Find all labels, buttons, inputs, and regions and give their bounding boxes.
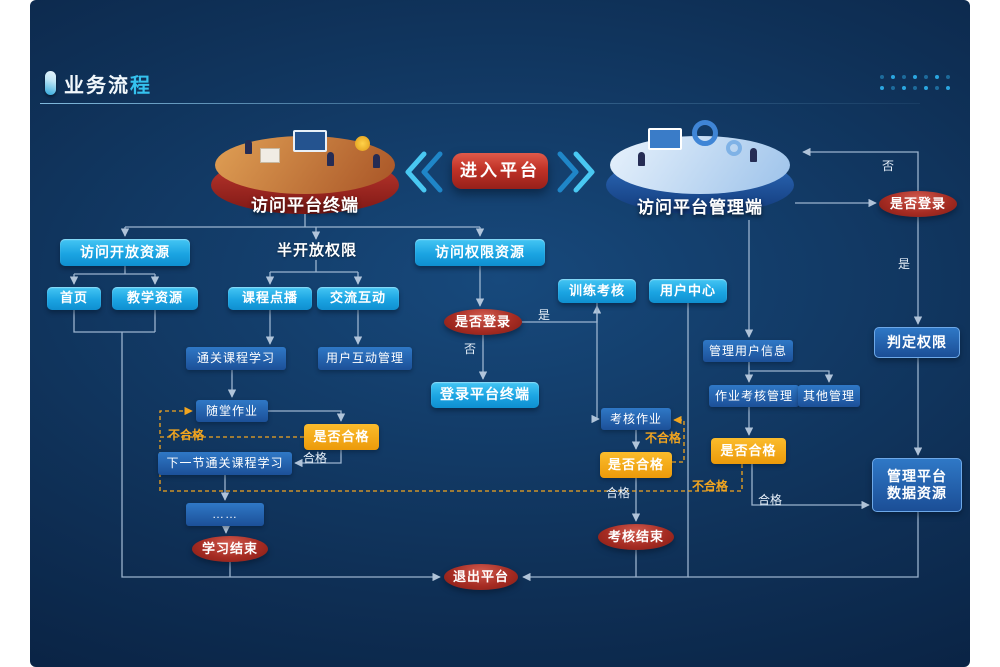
dashed-connectors bbox=[159, 406, 743, 492]
box-icon bbox=[260, 148, 280, 163]
gear-icon bbox=[692, 120, 718, 146]
node-pass-course-study: 通关课程学习 bbox=[186, 347, 286, 370]
node-classwork: 随堂作业 bbox=[196, 400, 268, 422]
edge-label-fail: 不合格 bbox=[692, 479, 729, 493]
page-title: 业务流程 bbox=[64, 69, 152, 98]
terminal-platform-label: 访问平台终端 bbox=[251, 196, 359, 215]
admin-illustration: 访问平台管理端 bbox=[600, 108, 800, 220]
node-user-center: 用户中心 bbox=[649, 279, 727, 303]
node-next-course-study: 下一节通关课程学习 bbox=[158, 452, 292, 475]
node-is-login: 是否登录 bbox=[444, 309, 522, 335]
node-interaction: 交流互动 bbox=[317, 287, 399, 310]
coin-icon bbox=[355, 136, 370, 151]
person-figure bbox=[638, 152, 645, 166]
edge-label-fail: 不合格 bbox=[168, 428, 205, 442]
node-judge-permission: 判定权限 bbox=[874, 327, 960, 358]
chevrons-right-icon bbox=[557, 151, 595, 193]
edge-label-fail: 不合格 bbox=[645, 431, 682, 445]
decor-dots bbox=[880, 75, 958, 90]
person-figure bbox=[245, 140, 252, 154]
edge-label-pass: 合格 bbox=[758, 493, 783, 507]
node-is-login-admin: 是否登录 bbox=[879, 191, 957, 217]
title-divider bbox=[40, 103, 920, 104]
node-course-vod: 课程点播 bbox=[228, 287, 312, 310]
node-work-exam-mgmt: 作业考核管理 bbox=[709, 385, 799, 407]
node-home: 首页 bbox=[47, 287, 101, 310]
edge-label-yes: 是 bbox=[898, 257, 911, 271]
node-is-pass-left: 是否合格 bbox=[304, 424, 379, 450]
node-manage-platform-data: 管理平台数据资源 bbox=[872, 458, 962, 512]
node-open-resources: 访问开放资源 bbox=[60, 239, 190, 266]
edge-label-no: 否 bbox=[464, 342, 477, 356]
page-title-main: 业务流 bbox=[64, 75, 130, 97]
person-figure bbox=[327, 152, 334, 166]
edge-label-yes: 是 bbox=[538, 308, 551, 322]
node-login-terminal: 登录平台终端 bbox=[431, 382, 539, 408]
node-user-interaction-mgmt: 用户互动管理 bbox=[318, 347, 412, 370]
edge-label-pass: 合格 bbox=[303, 451, 328, 465]
node-manage-user-info: 管理用户信息 bbox=[703, 340, 793, 362]
node-training-exam: 训练考核 bbox=[558, 279, 636, 303]
node-is-pass-center: 是否合格 bbox=[600, 452, 672, 478]
terminal-illustration: 访问平台终端 bbox=[205, 110, 405, 218]
node-is-pass-right: 是否合格 bbox=[711, 438, 786, 464]
edge-label-pass: 合格 bbox=[606, 486, 631, 500]
screen-icon bbox=[648, 128, 682, 150]
edge-label-no: 否 bbox=[882, 159, 895, 173]
node-other-mgmt: 其他管理 bbox=[798, 385, 860, 407]
node-exit-platform: 退出平台 bbox=[444, 564, 518, 590]
node-teaching-resources: 教学资源 bbox=[112, 287, 198, 310]
enter-platform-node: 进入平台 bbox=[452, 153, 548, 189]
node-exam-work: 考核作业 bbox=[601, 408, 671, 430]
chevrons-left-icon bbox=[405, 151, 443, 193]
title-bullet-icon bbox=[45, 71, 56, 95]
node-semi-open-permission: 半开放权限 bbox=[276, 241, 357, 259]
node-study-end: 学习结束 bbox=[192, 536, 268, 562]
person-figure bbox=[750, 148, 757, 162]
person-figure bbox=[373, 154, 380, 168]
screen-icon bbox=[293, 130, 327, 152]
admin-platform-label: 访问平台管理端 bbox=[637, 198, 763, 217]
node-ellipsis: …… bbox=[186, 503, 264, 526]
node-exam-end: 考核结束 bbox=[598, 524, 674, 550]
page-title-accent: 程 bbox=[130, 75, 152, 97]
node-permission-resources: 访问权限资源 bbox=[415, 239, 545, 266]
gear-icon bbox=[726, 140, 742, 156]
solid-connectors bbox=[69, 147, 923, 582]
